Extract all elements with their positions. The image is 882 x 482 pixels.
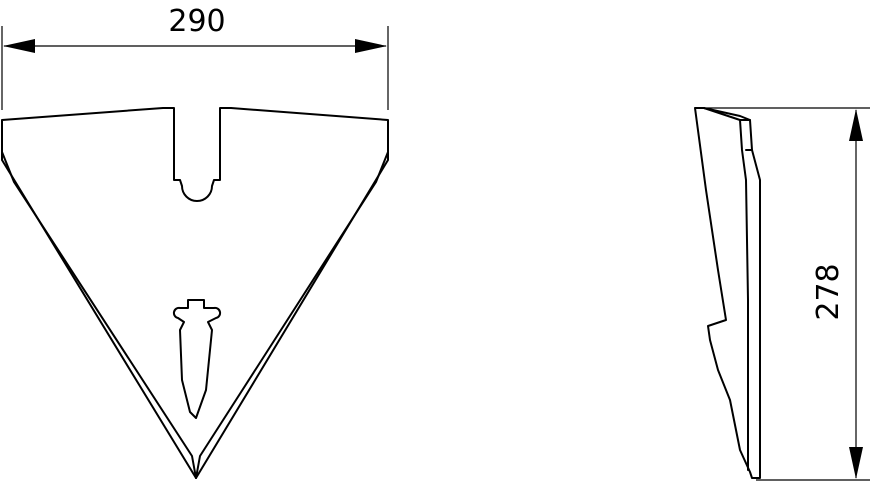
blade-outline — [1, 107, 389, 479]
blade-front-view — [1, 107, 389, 479]
width-arrow-left — [3, 39, 35, 53]
side-inner-line — [703, 107, 749, 471]
side-fold-line — [739, 119, 753, 151]
side-outline — [694, 107, 761, 479]
blade-side-view — [694, 107, 761, 479]
width-arrow-right — [355, 39, 387, 53]
height-arrow-top — [849, 109, 863, 141]
blade-rib — [172, 299, 222, 419]
blade-left-bevel — [1, 151, 197, 479]
width-dimension: 290 — [1, 4, 389, 110]
blade-right-bevel — [195, 151, 389, 479]
height-label: 278 — [811, 263, 846, 320]
width-label: 290 — [168, 4, 225, 39]
height-dimension: 278 — [706, 107, 870, 481]
height-arrow-bottom — [849, 447, 863, 479]
